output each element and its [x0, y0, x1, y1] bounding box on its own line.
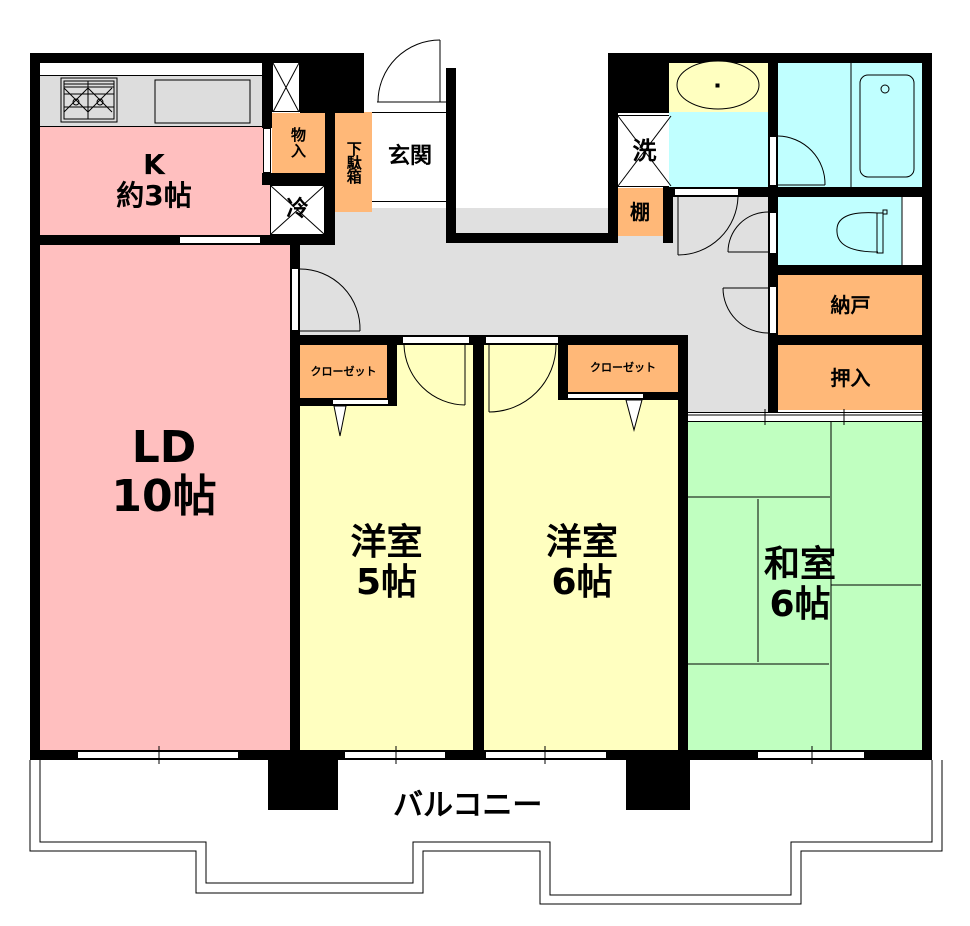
oshiire: 押入 [778, 345, 923, 410]
washer-space-label: 洗 [632, 136, 657, 165]
shoe-cabinet-label: 下駄箱 [344, 141, 363, 183]
storage-closet-label: 物 入 [290, 125, 306, 160]
room-ld-label: LD 10帖 [111, 422, 217, 522]
kitchen-upper-strip [38, 63, 262, 75]
room-japanese-label: 和室 6帖 [763, 544, 836, 625]
room-living-dining: LD 10帖 [38, 245, 290, 750]
wall-western2-right [678, 335, 688, 760]
door-bath [769, 136, 777, 186]
shelf: 棚 [617, 188, 663, 236]
wall-ld-right [290, 245, 300, 750]
balcony-pillar-left [268, 758, 338, 810]
entrance-label: 玄関 [387, 143, 432, 169]
washroom [669, 112, 769, 187]
window-western-2 [486, 751, 606, 759]
wall-storeroom-bottom [768, 335, 930, 345]
kitchen-upper-cabinet [272, 62, 300, 112]
wall-top-left [30, 53, 364, 63]
door-toilet [769, 212, 777, 254]
closet-1-label: クローゼット [310, 365, 377, 379]
room-japanese: 和室 6帖 [688, 420, 922, 750]
room-western-2: 洋室 6帖 [484, 345, 680, 750]
storeroom: 納戸 [778, 275, 923, 335]
room-western-1-label: 洋室 5帖 [350, 521, 423, 603]
window-western-1 [345, 751, 445, 759]
storage-closet: 物 入 [272, 113, 325, 173]
fridge-space: 冷 [270, 185, 325, 235]
room-kitchen: K 約3帖 [38, 127, 270, 235]
balcony-pillar-right [626, 758, 690, 810]
wall-storage-mid [262, 173, 335, 185]
door-kitchen-storage [263, 128, 271, 173]
closet-2-label: クローゼット [590, 361, 656, 375]
storeroom-label: 納戸 [830, 293, 871, 317]
wall-closet2-left [558, 345, 568, 400]
entrance: 玄関 [372, 112, 448, 202]
wall-left [30, 53, 40, 760]
wall-right [922, 53, 932, 760]
wall-bottom [30, 750, 932, 760]
wall-closet1-right [387, 345, 397, 400]
toilet-room [778, 197, 922, 265]
room-kitchen-label: K 約3帖 [116, 148, 192, 212]
oshiire-label: 押入 [830, 365, 871, 390]
door-western-2 [486, 336, 558, 344]
door-storeroom [769, 286, 777, 334]
balcony-label: バルコニー [393, 788, 543, 823]
wall-shelf-right [663, 187, 673, 243]
wall-western-divider [473, 335, 484, 750]
wall-bath-left [608, 53, 618, 243]
washer-space: 洗 [617, 115, 672, 187]
door-western-1 [403, 336, 469, 344]
toilet-tank [902, 197, 922, 265]
shelf-label: 棚 [630, 200, 650, 224]
balcony: バルコニー [0, 760, 970, 926]
closet-2-door [568, 393, 643, 399]
room-western-2-label: 洋室 6帖 [545, 521, 618, 603]
kitchen-counter [38, 75, 262, 127]
closet-1-door [333, 399, 388, 405]
door-washroom [675, 188, 738, 196]
wall-entrance-right [446, 68, 456, 243]
closet-2: クローゼット [568, 345, 678, 392]
wall-entrance-notch-bottom [446, 233, 618, 243]
wall-bath-block [608, 53, 669, 113]
fridge-space-label: 冷 [286, 196, 309, 222]
window-japanese [758, 751, 864, 759]
sliding-door-japanese [688, 412, 922, 422]
wall-toilet-bottom [768, 265, 930, 275]
door-hallway-ld [291, 268, 299, 331]
shoe-cabinet: 下駄箱 [335, 112, 372, 212]
room-western-1: 洋室 5帖 [300, 345, 473, 750]
window-kitchen-ld [180, 236, 260, 244]
washbasin-counter [669, 63, 769, 112]
wall-top-right [608, 53, 930, 63]
wall-kitchen-block [300, 53, 364, 113]
wall-kitchen-right [262, 63, 272, 128]
bathroom [778, 63, 922, 187]
window-ld [78, 751, 238, 759]
wall-bath-bottom [672, 187, 930, 197]
hallway-lower [680, 330, 770, 415]
closet-1: クローゼット [300, 345, 387, 400]
